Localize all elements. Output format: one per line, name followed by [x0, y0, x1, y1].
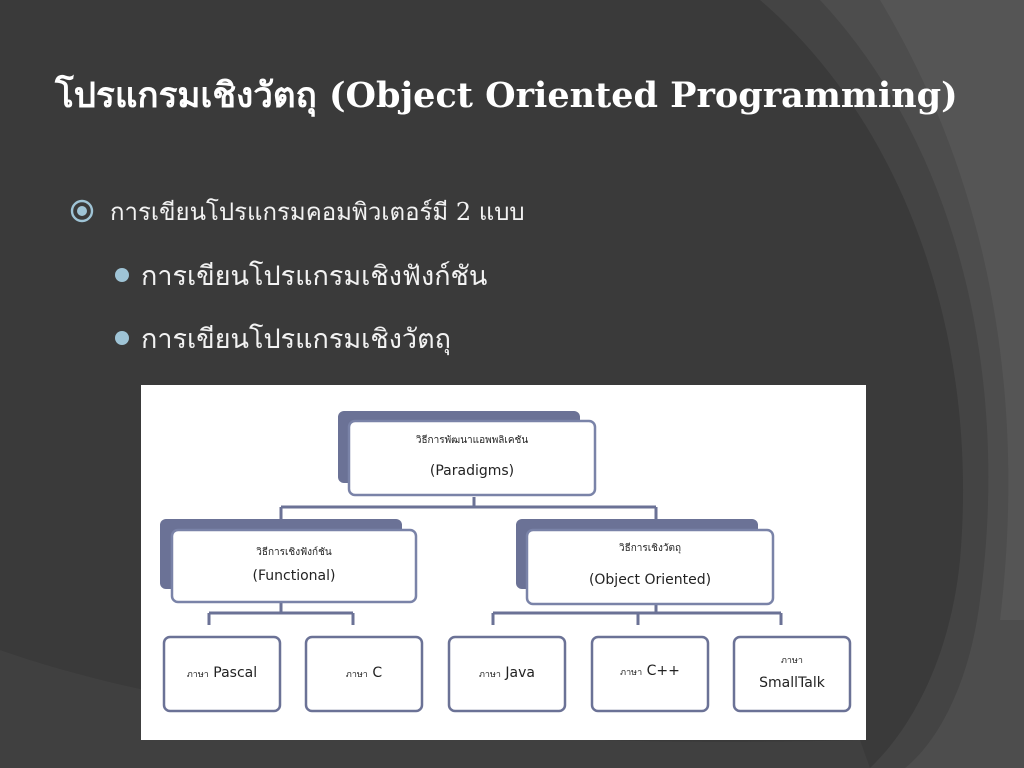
- lang-box-c: [304, 635, 424, 713]
- sub-bullet-object: การเขียนโปรแกรมเชิงวัตถุ: [115, 316, 451, 360]
- sub-bullet-text: การเขียนโปรแกรมเชิงวัตถุ: [141, 323, 451, 355]
- lang-label-java: ภาษา Java: [478, 665, 535, 681]
- oo-label: (Object Oriented): [588, 572, 712, 588]
- root-box: [347, 419, 597, 497]
- lang-label-pascal: ภาษา Pascal: [186, 665, 258, 681]
- lang-label-c: ภาษา C: [345, 665, 383, 681]
- dot-bullet-icon: [115, 331, 129, 345]
- diagram-graphics: [160, 411, 852, 713]
- sub-bullet-functional: การเขียนโปรแกรมเชิงฟังก์ชัน: [115, 253, 487, 297]
- lang-box-cpp: [590, 635, 710, 713]
- slide-title: โปรแกรมเชิงวัตถุ (Object Oriented Progra…: [55, 75, 958, 116]
- lang-box-pascal: [162, 635, 282, 713]
- lang-prefix-smalltalk: ภาษา: [781, 656, 803, 666]
- oo-label-thai: วิธีการเชิงวัตถุ: [618, 543, 681, 554]
- lang-box-smalltalk: [732, 635, 852, 713]
- functional-box: [170, 528, 418, 604]
- root-label: (Paradigms): [429, 463, 515, 479]
- paradigm-diagram: วิธีการพัฒนาแอพพลิเคชัน (Paradigms) วิธี…: [141, 385, 866, 740]
- oo-box: [525, 528, 775, 606]
- main-bullet-text: การเขียนโปรแกรมคอมพิวเตอร์มี 2 แบบ: [110, 197, 525, 226]
- functional-label-thai: วิธีการเชิงฟังก์ชัน: [256, 547, 332, 558]
- main-bullet: การเขียนโปรแกรมคอมพิวเตอร์มี 2 แบบ: [70, 192, 525, 230]
- functional-label: (Functional): [252, 568, 336, 584]
- lang-label-cpp: ภาษา C++: [620, 663, 680, 679]
- dot-bullet-icon: [115, 268, 129, 282]
- lang-box-java: [447, 635, 567, 713]
- root-label-thai: วิธีการพัฒนาแอพพลิเคชัน: [415, 435, 529, 446]
- sub-bullet-text: การเขียนโปรแกรมเชิงฟังก์ชัน: [141, 260, 488, 292]
- target-bullet-icon: [70, 199, 94, 223]
- lang-label-smalltalk: SmallTalk: [759, 675, 825, 691]
